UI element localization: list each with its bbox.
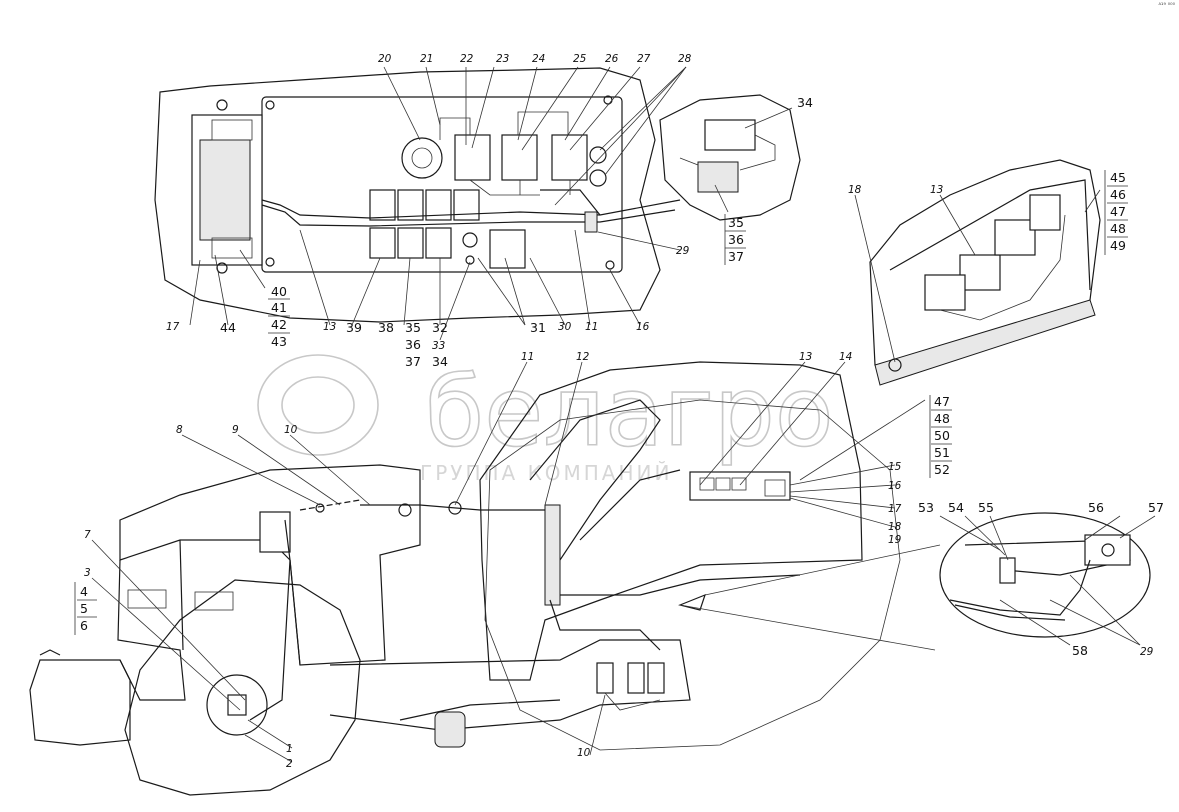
callout-labels: 20 21 22 23 24 25 26 27 28 17 44 40 41 4… [80, 53, 1164, 770]
label-11b: 11 [521, 351, 534, 363]
label-8: 8 [176, 424, 183, 436]
label-45: 45 [1110, 170, 1126, 185]
label-44: 44 [220, 320, 236, 335]
label-47a: 47 [1110, 204, 1126, 219]
label-32: 32 [432, 320, 448, 335]
label-41: 41 [271, 300, 287, 315]
label-6: 6 [80, 618, 88, 633]
label-13c: 13 [799, 351, 812, 363]
label-26: 26 [605, 53, 619, 65]
watermark-subtitle: ГРУППА КОМПАНИЙ [420, 461, 672, 485]
label-19: 19 [888, 534, 902, 546]
label-10a: 10 [284, 424, 298, 436]
label-4: 4 [80, 584, 88, 599]
label-56: 56 [1088, 500, 1104, 515]
label-frames [74, 170, 1128, 635]
label-38: 38 [378, 320, 394, 335]
watermark: белагро ГРУППА КОМПАНИЙ [257, 354, 834, 485]
label-37: 37 [405, 354, 421, 369]
label-50: 50 [934, 428, 950, 443]
watermark-brand: белагро [425, 356, 834, 468]
label-39: 39 [346, 320, 362, 335]
label-5: 5 [80, 601, 88, 616]
label-46: 46 [1110, 187, 1126, 202]
label-51: 51 [934, 445, 950, 460]
circle-detail [939, 512, 1156, 646]
label-34: 34 [432, 354, 448, 369]
label-54: 54 [948, 500, 964, 515]
label-15: 15 [888, 461, 902, 473]
label-20: 20 [378, 53, 392, 65]
label-21: 21 [420, 53, 433, 65]
inset-cab-detail [854, 159, 1101, 386]
tractor-leaders [91, 361, 926, 763]
label-48a: 48 [1110, 221, 1126, 236]
top-panel-leaders [189, 66, 687, 341]
label-42: 42 [271, 317, 287, 332]
label-22: 22 [460, 53, 474, 65]
label-53: 53 [918, 500, 934, 515]
label-13b: 13 [930, 184, 943, 196]
label-17: 17 [166, 321, 180, 333]
label-18b: 18 [888, 521, 902, 533]
label-40: 40 [271, 284, 287, 299]
label-7: 7 [84, 529, 91, 541]
label-48b: 48 [934, 411, 950, 426]
label-37b: 37 [728, 249, 744, 264]
label-27: 27 [637, 53, 651, 65]
label-12: 12 [576, 351, 590, 363]
label-35: 35 [405, 320, 421, 335]
label-43: 43 [271, 334, 287, 349]
label-58: 58 [1072, 643, 1088, 658]
label-31: 31 [530, 320, 546, 335]
label-2: 2 [286, 758, 293, 770]
label-3: 3 [84, 567, 91, 579]
label-34b: 34 [797, 95, 813, 110]
label-24: 24 [532, 53, 545, 65]
label-28: 28 [678, 53, 692, 65]
label-16a: 16 [636, 321, 650, 333]
label-29b: 29 [1140, 646, 1154, 658]
label-16b: 16 [888, 480, 902, 492]
corner-mark: ᴬ¹⁹ ⁰⁰⁰ [1158, 2, 1175, 9]
label-11a: 11 [585, 321, 598, 333]
label-49: 49 [1110, 238, 1126, 253]
inset-relay-detail [659, 94, 801, 221]
label-35b: 35 [728, 215, 744, 230]
label-10b: 10 [577, 747, 591, 759]
label-36: 36 [405, 337, 421, 352]
label-13a: 13 [323, 321, 336, 333]
label-57: 57 [1148, 500, 1164, 515]
label-1: 1 [286, 743, 293, 755]
top-panel-detail [154, 67, 681, 323]
label-14: 14 [839, 351, 852, 363]
label-18a: 18 [848, 184, 862, 196]
label-29a: 29 [676, 245, 690, 257]
label-33: 33 [432, 340, 445, 352]
label-9: 9 [232, 424, 239, 436]
label-52: 52 [934, 462, 950, 477]
label-47b: 47 [934, 394, 950, 409]
label-23: 23 [496, 53, 509, 65]
label-25: 25 [573, 53, 587, 65]
label-30: 30 [558, 321, 572, 333]
label-36b: 36 [728, 232, 744, 247]
label-55: 55 [978, 500, 994, 515]
label-17b: 17 [888, 503, 902, 515]
